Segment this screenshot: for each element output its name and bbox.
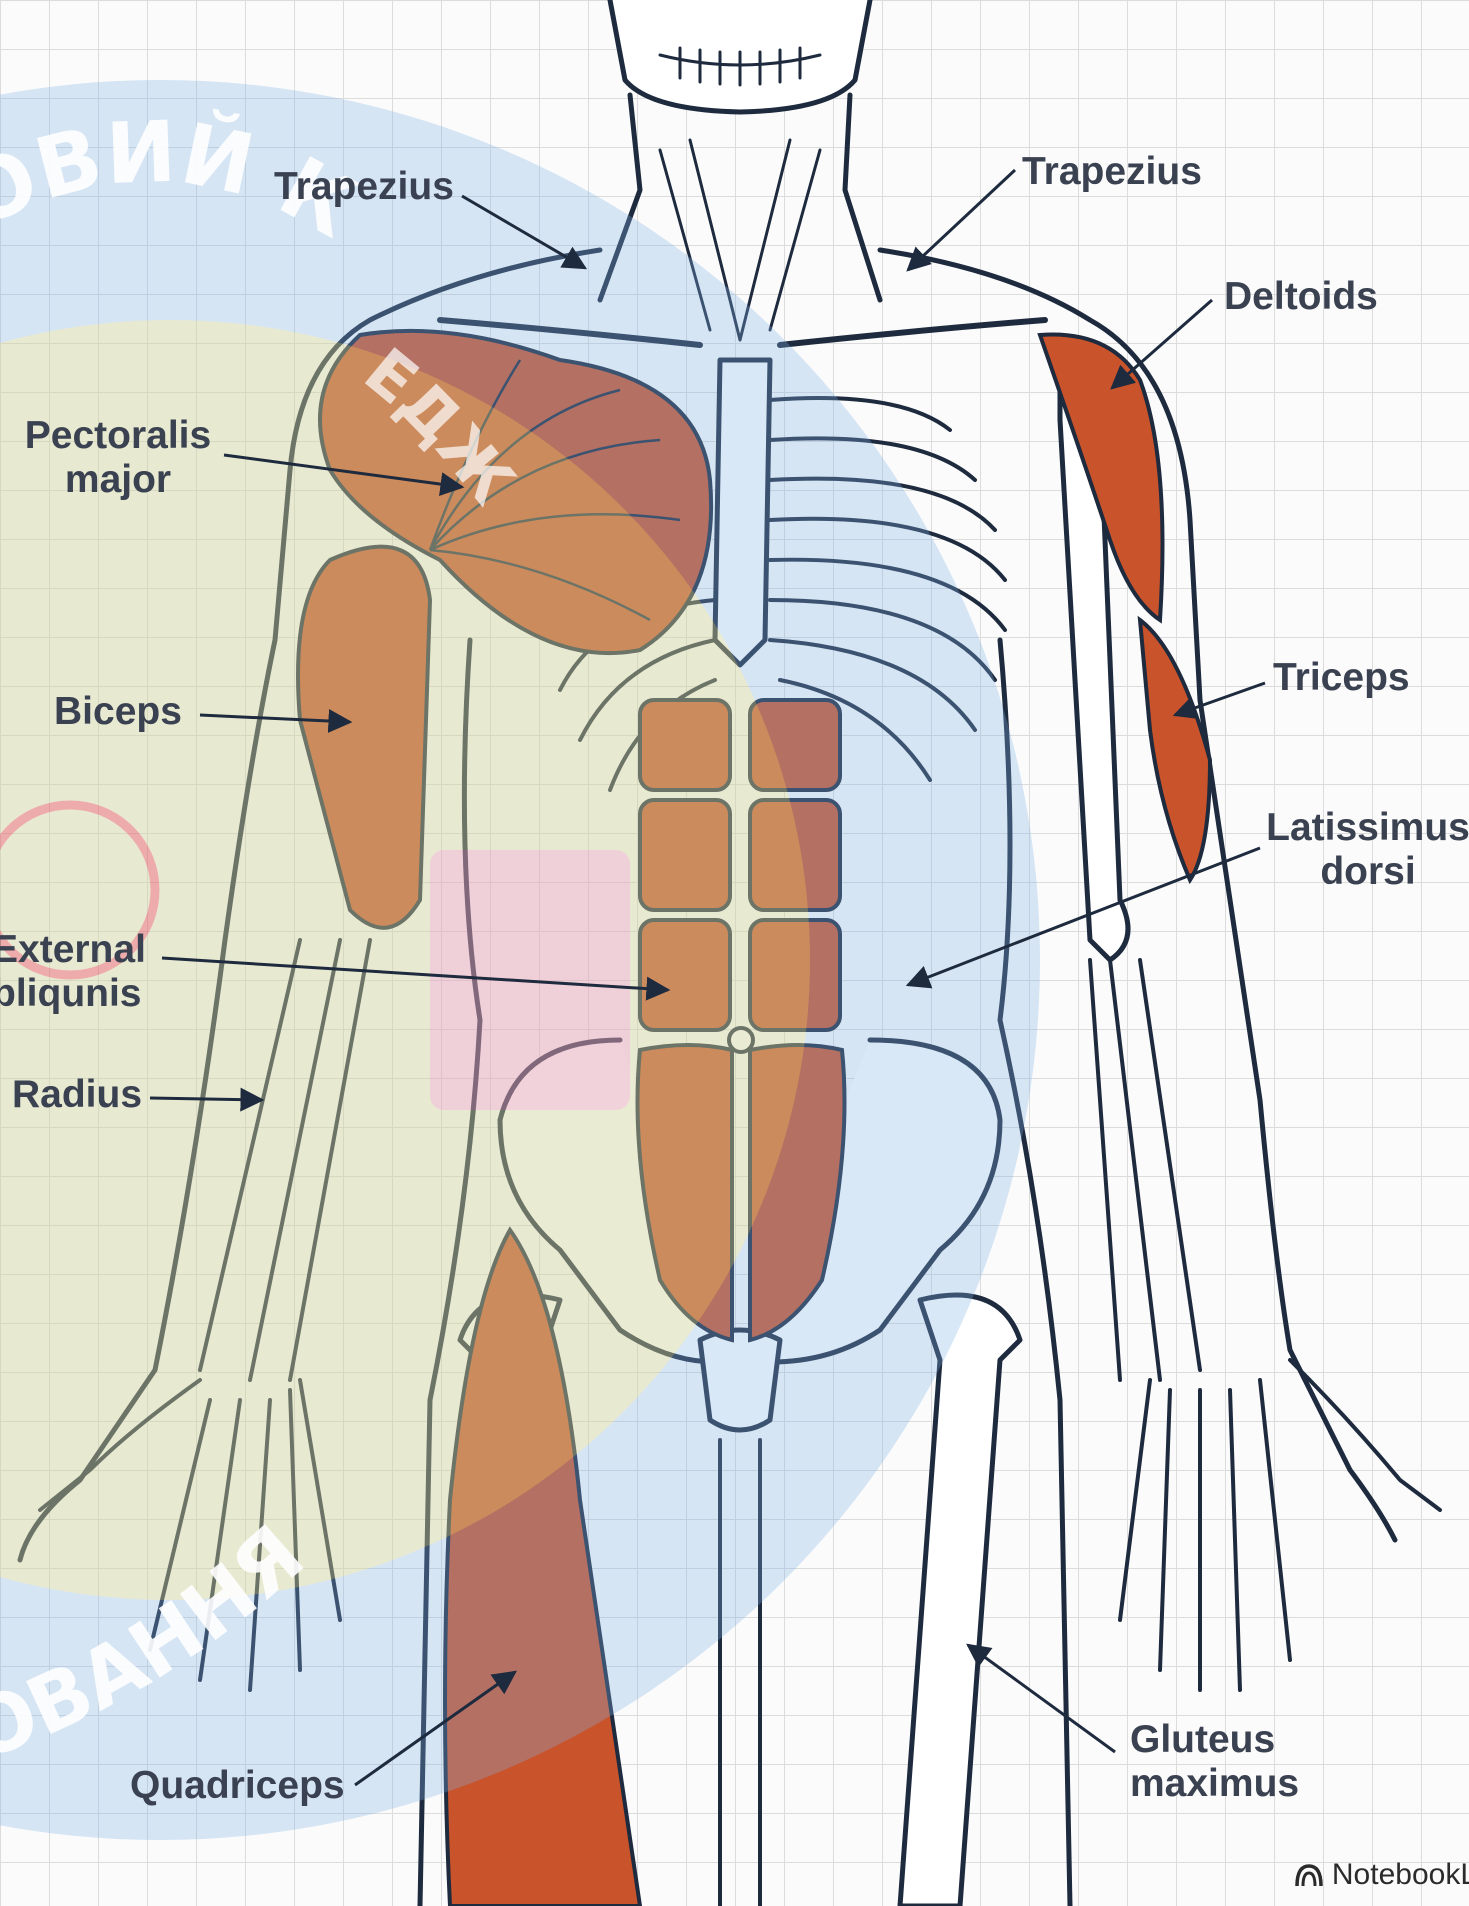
label-gluteus-maximus: Gluteus maximus <box>1130 1718 1330 1806</box>
arrow-deltoids <box>1112 300 1212 388</box>
brand-mark: NotebookL <box>1294 1858 1469 1892</box>
label-external-line1: External <box>0 928 152 972</box>
label-gluteus-line2: maximus <box>1130 1762 1330 1806</box>
arrow-biceps <box>200 715 350 722</box>
label-latissimus-line2: dorsi <box>1258 850 1469 894</box>
label-gluteus-line1: Gluteus <box>1130 1718 1330 1762</box>
label-trapezius-right: Trapezius <box>1022 150 1202 194</box>
label-pectoralis-line1: Pectoralis <box>18 414 218 458</box>
label-pectoralis-line2: major <box>18 458 218 502</box>
arrow-gluteus <box>968 1645 1115 1752</box>
brand-name: NotebookL <box>1332 1858 1469 1892</box>
label-triceps: Triceps <box>1273 656 1410 700</box>
label-external-obliquus: External bliqunis <box>0 928 152 1016</box>
arrow-radius <box>150 1098 262 1100</box>
arrow-pectoralis <box>224 455 462 487</box>
label-radius: Radius <box>12 1073 142 1117</box>
label-pectoralis-major: Pectoralis major <box>18 414 218 502</box>
notebooklm-icon <box>1294 1862 1324 1888</box>
arrow-trapezius-left <box>462 196 585 268</box>
label-external-line2: bliqunis <box>0 972 152 1016</box>
label-quadriceps: Quadriceps <box>130 1764 345 1808</box>
label-deltoids: Deltoids <box>1224 275 1378 319</box>
label-trapezius-left: Trapezius <box>274 165 454 209</box>
arrow-trapezius-right <box>908 170 1015 270</box>
arrow-latissimus <box>908 848 1260 985</box>
label-biceps: Biceps <box>54 690 182 734</box>
arrow-quadriceps <box>355 1672 515 1785</box>
arrow-triceps <box>1175 683 1265 715</box>
label-latissimus-dorsi: Latissimus dorsi <box>1258 806 1469 894</box>
arrow-external-obliquus <box>162 958 668 990</box>
label-latissimus-line1: Latissimus <box>1258 806 1469 850</box>
